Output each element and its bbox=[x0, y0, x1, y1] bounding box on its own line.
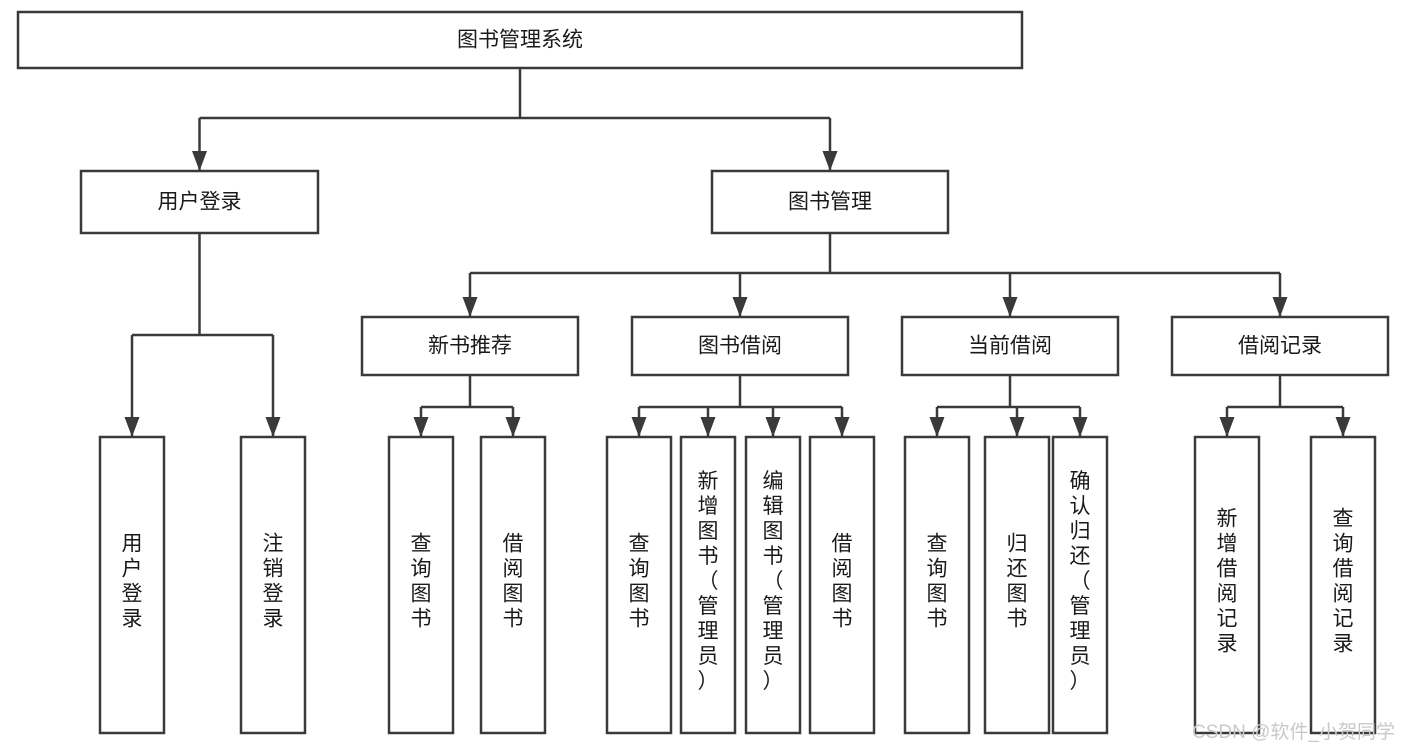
node-leaf-confirm-return[interactable]: 确认归还（管理员） bbox=[1051, 435, 1109, 735]
node-label: 借阅图书 bbox=[503, 533, 524, 631]
arrow-to-book-manage bbox=[822, 151, 838, 171]
node-box[interactable] bbox=[983, 435, 1051, 735]
arrow-to-user-login bbox=[192, 151, 207, 171]
arrow-to-leaf-logout bbox=[265, 417, 281, 437]
node-user-login[interactable]: 用户登录 bbox=[79, 169, 320, 235]
node-leaf-add-book[interactable]: 新增图书（管理员） bbox=[679, 435, 737, 735]
node-label: 确认归还（管理员） bbox=[1070, 470, 1091, 693]
node-leaf-query-book-2[interactable]: 查询图书 bbox=[605, 435, 673, 735]
node-box[interactable] bbox=[1170, 315, 1390, 377]
node-leaf-query-book-1[interactable]: 查询图书 bbox=[387, 435, 455, 735]
node-label: 借阅图书 bbox=[832, 533, 853, 631]
node-leaf-borrow-book-1[interactable]: 借阅图书 bbox=[479, 435, 547, 735]
node-box[interactable] bbox=[1051, 435, 1109, 735]
node-label: 注销登录 bbox=[263, 533, 284, 631]
node-current-borrow[interactable]: 当前借阅 bbox=[900, 315, 1120, 377]
node-borrow-record[interactable]: 借阅记录 bbox=[1170, 315, 1390, 377]
node-book-manage[interactable]: 图书管理 bbox=[710, 169, 950, 235]
arrow-to-current-borrow bbox=[1002, 297, 1018, 317]
arrow-to-leaf-edit-book bbox=[765, 417, 781, 437]
arrow-to-leaf-borrow-book-2 bbox=[834, 417, 850, 437]
arrow-to-leaf-return-book bbox=[1009, 417, 1025, 437]
node-label: 新增借阅记录 bbox=[1217, 508, 1238, 656]
arrow-to-leaf-add-record bbox=[1219, 417, 1235, 437]
node-box[interactable] bbox=[900, 315, 1120, 377]
node-label: 用户登录 bbox=[122, 533, 143, 631]
node-label: 编辑图书（管理员） bbox=[763, 470, 784, 693]
arrow-to-book-borrow bbox=[732, 297, 748, 317]
node-label: 新书推荐 bbox=[428, 335, 512, 358]
node-box[interactable] bbox=[903, 435, 971, 735]
node-leaf-logout[interactable]: 注销登录 bbox=[239, 435, 307, 735]
arrow-to-leaf-query-book-3 bbox=[929, 417, 945, 437]
node-leaf-query-record[interactable]: 查询借阅记录 bbox=[1309, 435, 1377, 735]
arrow-to-leaf-query-book-2 bbox=[631, 417, 647, 437]
csdn-watermark: CSDN @软件_小贺同学 bbox=[1192, 721, 1395, 743]
node-leaf-borrow-book-2[interactable]: 借阅图书 bbox=[808, 435, 876, 735]
node-label: 图书管理 bbox=[788, 191, 872, 214]
node-leaf-user-login[interactable]: 用户登录 bbox=[98, 435, 166, 735]
node-label: 查询图书 bbox=[629, 533, 650, 631]
node-box[interactable] bbox=[16, 10, 1024, 70]
node-label: 查询图书 bbox=[411, 533, 432, 631]
node-box[interactable] bbox=[79, 169, 320, 235]
arrow-to-leaf-query-book-1 bbox=[413, 417, 429, 437]
arrow-to-new-book-rec bbox=[462, 297, 478, 317]
node-box[interactable] bbox=[479, 435, 547, 735]
node-box[interactable] bbox=[98, 435, 166, 735]
nodes-layer: 图书管理系统用户登录图书管理新书推荐图书借阅当前借阅借阅记录用户登录注销登录查询… bbox=[16, 10, 1390, 735]
node-label: 查询图书 bbox=[927, 533, 948, 631]
node-box[interactable] bbox=[808, 435, 876, 735]
arrow-to-borrow-record bbox=[1272, 297, 1288, 317]
arrow-to-leaf-confirm-return bbox=[1072, 417, 1088, 437]
arrow-to-leaf-user-login bbox=[124, 417, 140, 437]
node-label: 借阅记录 bbox=[1238, 335, 1322, 358]
arrow-to-leaf-borrow-book-1 bbox=[505, 417, 521, 437]
node-new-book-rec[interactable]: 新书推荐 bbox=[360, 315, 580, 377]
arrow-to-leaf-query-record bbox=[1335, 417, 1351, 437]
node-leaf-return-book[interactable]: 归还图书 bbox=[983, 435, 1051, 735]
node-label: 图书借阅 bbox=[698, 335, 782, 358]
arrow-to-leaf-add-book bbox=[700, 417, 716, 437]
node-book-borrow[interactable]: 图书借阅 bbox=[630, 315, 850, 377]
node-leaf-add-record[interactable]: 新增借阅记录 bbox=[1193, 435, 1261, 735]
node-box[interactable] bbox=[710, 169, 950, 235]
node-box[interactable] bbox=[1309, 435, 1377, 735]
node-leaf-edit-book[interactable]: 编辑图书（管理员） bbox=[744, 435, 802, 735]
node-label: 新增图书（管理员） bbox=[698, 470, 719, 693]
node-label: 查询借阅记录 bbox=[1333, 508, 1354, 656]
node-box[interactable] bbox=[630, 315, 850, 377]
node-box[interactable] bbox=[1193, 435, 1261, 735]
node-box[interactable] bbox=[605, 435, 673, 735]
node-box[interactable] bbox=[387, 435, 455, 735]
node-label: 用户登录 bbox=[158, 191, 242, 214]
node-label: 图书管理系统 bbox=[457, 29, 583, 52]
node-box[interactable] bbox=[239, 435, 307, 735]
node-leaf-query-book-3[interactable]: 查询图书 bbox=[903, 435, 971, 735]
edges-layer bbox=[124, 68, 1351, 437]
node-label: 归还图书 bbox=[1007, 533, 1028, 631]
node-box[interactable] bbox=[360, 315, 580, 377]
node-label: 当前借阅 bbox=[968, 335, 1052, 358]
node-box[interactable] bbox=[744, 435, 802, 735]
node-box[interactable] bbox=[679, 435, 737, 735]
node-root[interactable]: 图书管理系统 bbox=[16, 10, 1024, 70]
